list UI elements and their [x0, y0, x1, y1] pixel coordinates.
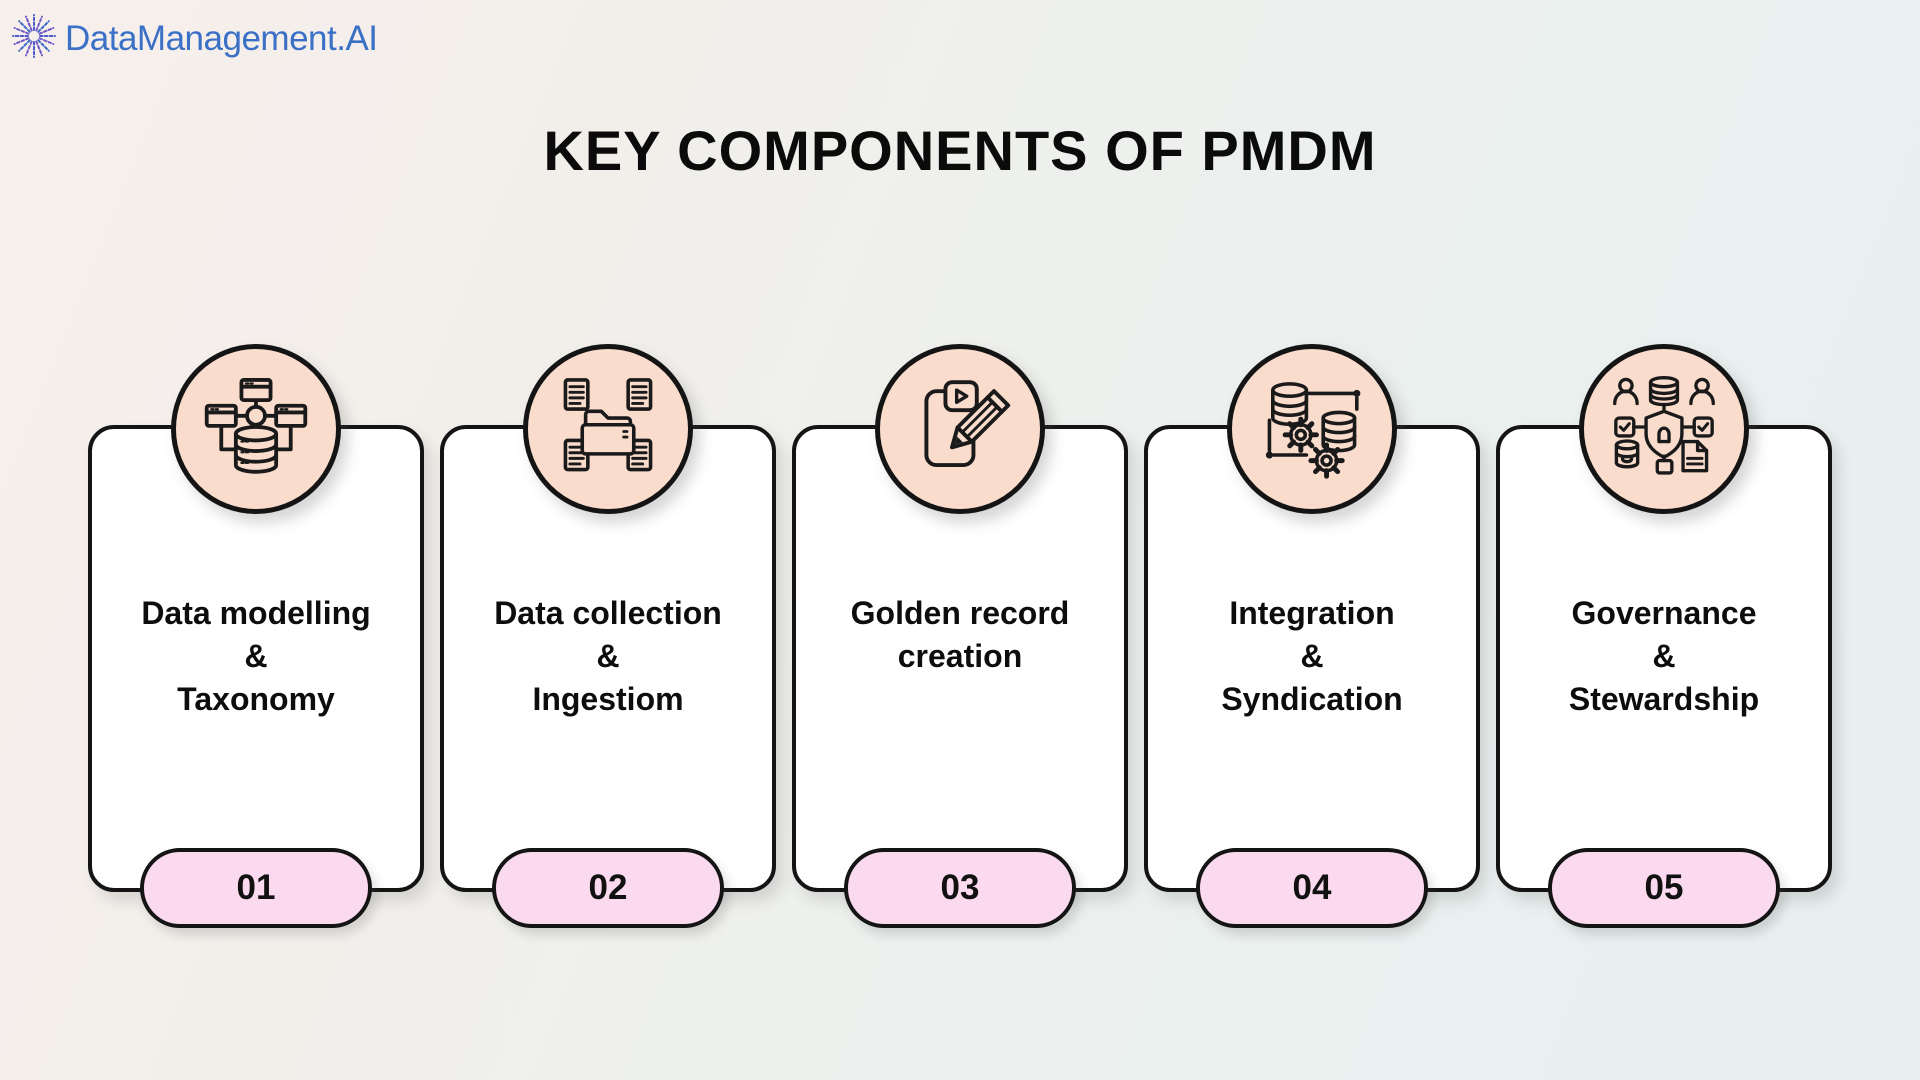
card-1-icon-circle	[171, 344, 341, 514]
card-1-line-3: Taxonomy	[177, 681, 335, 717]
card-4-title: Integration & Syndication	[1148, 592, 1476, 721]
card-1-line-2: &	[244, 638, 268, 674]
starburst-icon	[10, 12, 58, 65]
brand-logo: DataManagement.AI	[10, 12, 378, 65]
card-5-icon-circle	[1579, 344, 1749, 514]
card-2-line-3: Ingestiom	[532, 681, 684, 717]
card-3-title: Golden record creation	[796, 592, 1124, 678]
card-4: Integration & Syndication 04	[1144, 344, 1480, 928]
card-3: Golden record creation 03	[792, 344, 1128, 928]
golden-record-icon	[904, 371, 1016, 488]
integration-icon	[1256, 371, 1368, 488]
card-5-number-badge: 05	[1548, 848, 1780, 928]
card-3-line-2: creation	[897, 638, 1023, 674]
card-5-line-3: Stewardship	[1568, 681, 1760, 717]
card-4-number-badge: 04	[1196, 848, 1428, 928]
governance-icon	[1608, 371, 1720, 488]
card-4-line-1: Integration	[1229, 595, 1395, 631]
card-1: Data modelling & Taxonomy 01	[88, 344, 424, 928]
card-2-icon-circle	[523, 344, 693, 514]
card-2: Data collection & Ingestiom 02	[440, 344, 776, 928]
page-title: KEY COMPONENTS OF PMDM	[543, 119, 1377, 182]
card-5-line-1: Governance	[1571, 595, 1757, 631]
card-1-number-badge: 01	[140, 848, 372, 928]
card-2-line-1: Data collection	[494, 595, 722, 631]
card-1-title: Data modelling & Taxonomy	[92, 592, 420, 721]
card-3-icon-circle	[875, 344, 1045, 514]
card-5: Governance & Stewardship 05	[1496, 344, 1832, 928]
card-2-title: Data collection & Ingestiom	[444, 592, 772, 721]
cards-row: Data modelling & Taxonomy 01	[0, 344, 1920, 928]
data-model-icon	[200, 371, 312, 488]
card-3-line-1: Golden record	[850, 595, 1070, 631]
card-4-line-3: Syndication	[1221, 681, 1403, 717]
brand-name: DataManagement.AI	[65, 18, 378, 58]
card-3-number-badge: 03	[844, 848, 1076, 928]
card-5-title: Governance & Stewardship	[1500, 592, 1828, 721]
data-collection-icon	[552, 371, 664, 488]
card-2-number-badge: 02	[492, 848, 724, 928]
card-4-line-2: &	[1300, 638, 1324, 674]
card-2-line-2: &	[596, 638, 620, 674]
card-1-line-1: Data modelling	[141, 595, 371, 631]
card-4-icon-circle	[1227, 344, 1397, 514]
card-5-line-2: &	[1652, 638, 1676, 674]
